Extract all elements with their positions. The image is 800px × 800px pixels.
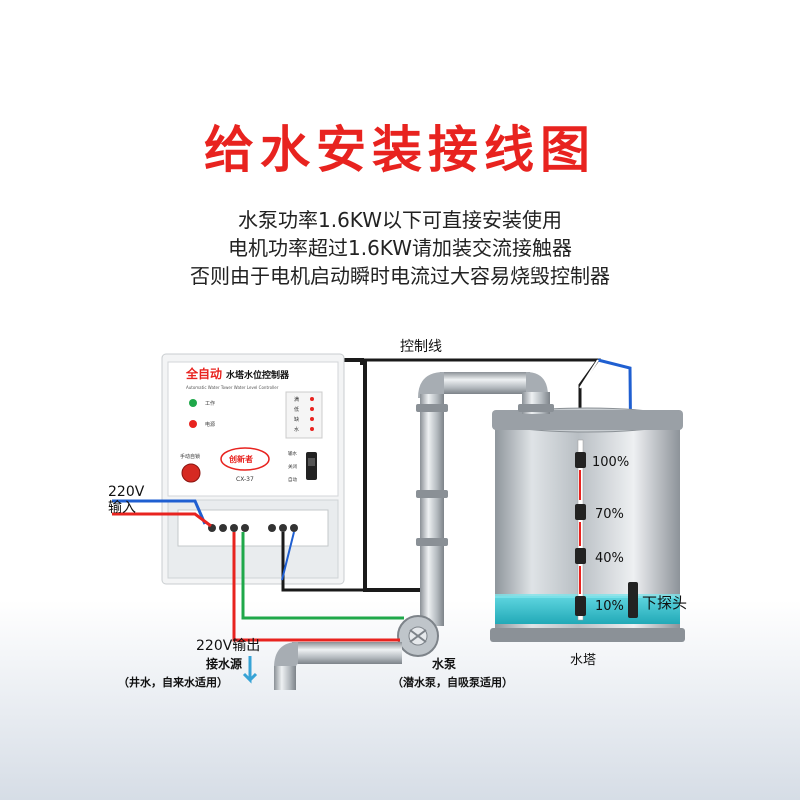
input-voltage-label: 220V [108, 484, 145, 500]
terminal-block [208, 524, 298, 532]
input-wire-red [112, 512, 212, 528]
lower-probe-label: 下探头 [642, 594, 687, 612]
power-led-icon [189, 420, 197, 428]
switch-label-off: 关闭 [288, 463, 297, 470]
output-wire-green [241, 532, 404, 620]
level-indicators [285, 391, 323, 439]
brand-logo-text: 创新者 [228, 454, 253, 464]
input-wire-blue [112, 499, 207, 525]
water-source-label: 接水源 [206, 656, 242, 671]
level-indicator-full: 满 [294, 396, 299, 403]
control-wire-label: 控制线 [400, 339, 442, 355]
water-tank [490, 407, 685, 642]
switch-label-auto: 自动 [288, 476, 297, 483]
control-wire-black [342, 358, 420, 592]
power-led-label: 电源 [205, 421, 215, 428]
description-line-3: 否则由于电机启动瞬时电流过大容易烧毁控制器 [190, 264, 610, 288]
water-source-note: （井水，自来水适用） [118, 675, 228, 689]
output-label: 220V输出 [196, 638, 260, 654]
tank-label: 水塔 [570, 653, 596, 668]
level-label-70: 70% [595, 507, 624, 522]
level-label-100: 100% [592, 455, 629, 470]
manual-reset-button[interactable] [181, 463, 201, 483]
probe-wire-blue-short [281, 531, 295, 581]
pump-label: 水泵 [432, 656, 456, 671]
work-led-icon [189, 399, 197, 407]
level-probe-rod [575, 439, 586, 621]
level-indicator-low: 低 [294, 406, 299, 413]
controller-brand-black: 水塔水位控制器 [226, 369, 290, 381]
level-label-10: 10% [595, 599, 624, 614]
page-title: 给水安装接线图 [204, 121, 596, 179]
lower-probe [628, 582, 638, 618]
input-label: 输入 [108, 500, 136, 516]
manual-reset-label: 手动自锁 [180, 453, 200, 460]
model-number: CX-37 [236, 476, 254, 483]
water-pipe [274, 372, 554, 690]
level-indicator-water: 水 [294, 426, 299, 433]
controller-brand-red: 全自动 [185, 366, 222, 381]
description-line-2: 电机功率超过1.6KW请加装交流接触器 [228, 236, 572, 260]
level-indicator-short: 缺 [294, 416, 299, 423]
controller-subtitle: Automatic Water Tower Water Level Contro… [186, 385, 279, 390]
probe-wire-black [281, 532, 365, 592]
switch-label-feed: 输水 [288, 450, 297, 457]
brand-logo [220, 447, 270, 471]
arrow-down-icon [242, 656, 258, 684]
work-led-label: 工作 [205, 400, 215, 407]
description-line-1: 水泵功率1.6KW以下可直接安装使用 [238, 208, 562, 232]
pump-note: （潜水泵，自吸泵适用） [392, 675, 513, 689]
output-wire-red [232, 532, 400, 642]
tank-water [495, 596, 680, 624]
level-label-40: 40% [595, 551, 624, 566]
